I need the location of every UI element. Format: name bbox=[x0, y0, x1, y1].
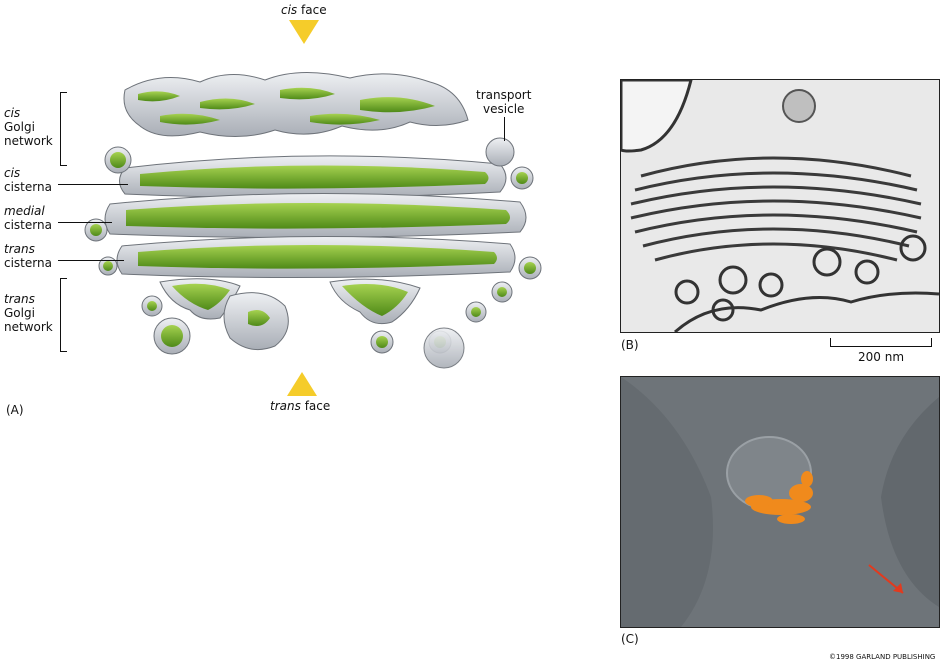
golgi-illustration bbox=[80, 60, 560, 380]
trans-face-marker-icon bbox=[287, 372, 317, 396]
copyright-notice: ©1998 GARLAND PUBLISHING bbox=[829, 653, 936, 661]
medial-cisterna-leader bbox=[58, 222, 112, 223]
cis-cisterna-shape bbox=[119, 155, 507, 199]
trans-cisterna-label: trans cisterna bbox=[4, 242, 52, 270]
cis-golgi-network-shape bbox=[123, 72, 469, 138]
cis-cisterna-leader bbox=[58, 184, 128, 185]
fluorescence-micrograph bbox=[620, 376, 940, 628]
panel-c-letter: (C) bbox=[621, 632, 639, 646]
trans-golgi-network-shape bbox=[159, 278, 421, 351]
medial-cisterna-label: medial cisterna bbox=[4, 204, 52, 232]
trans-cisterna-leader bbox=[58, 260, 124, 261]
transport-vesicle-leader bbox=[504, 117, 505, 141]
cis-face-marker-icon bbox=[289, 20, 319, 44]
trans-face-label: trans face bbox=[270, 399, 331, 413]
trans-golgi-network-label: trans Golgi network bbox=[4, 292, 53, 334]
vesicles bbox=[84, 137, 542, 369]
transport-vesicle-label: transport vesicle bbox=[476, 88, 532, 116]
cis-golgi-network-label: cis Golgi network bbox=[4, 106, 53, 148]
scale-bar bbox=[830, 338, 932, 347]
trans-golgi-network-bracket bbox=[60, 278, 67, 352]
cis-golgi-network-bracket bbox=[60, 92, 67, 166]
cis-face-label: cis face bbox=[281, 3, 327, 17]
panel-a-letter: (A) bbox=[6, 403, 24, 417]
trans-cisterna-shape bbox=[116, 235, 516, 279]
electron-micrograph bbox=[620, 79, 940, 333]
scale-bar-label: 200 nm bbox=[858, 350, 905, 364]
medial-cisterna-shape bbox=[104, 192, 527, 239]
cis-cisterna-label: cis cisterna bbox=[4, 166, 52, 194]
panel-b-letter: (B) bbox=[621, 338, 639, 352]
